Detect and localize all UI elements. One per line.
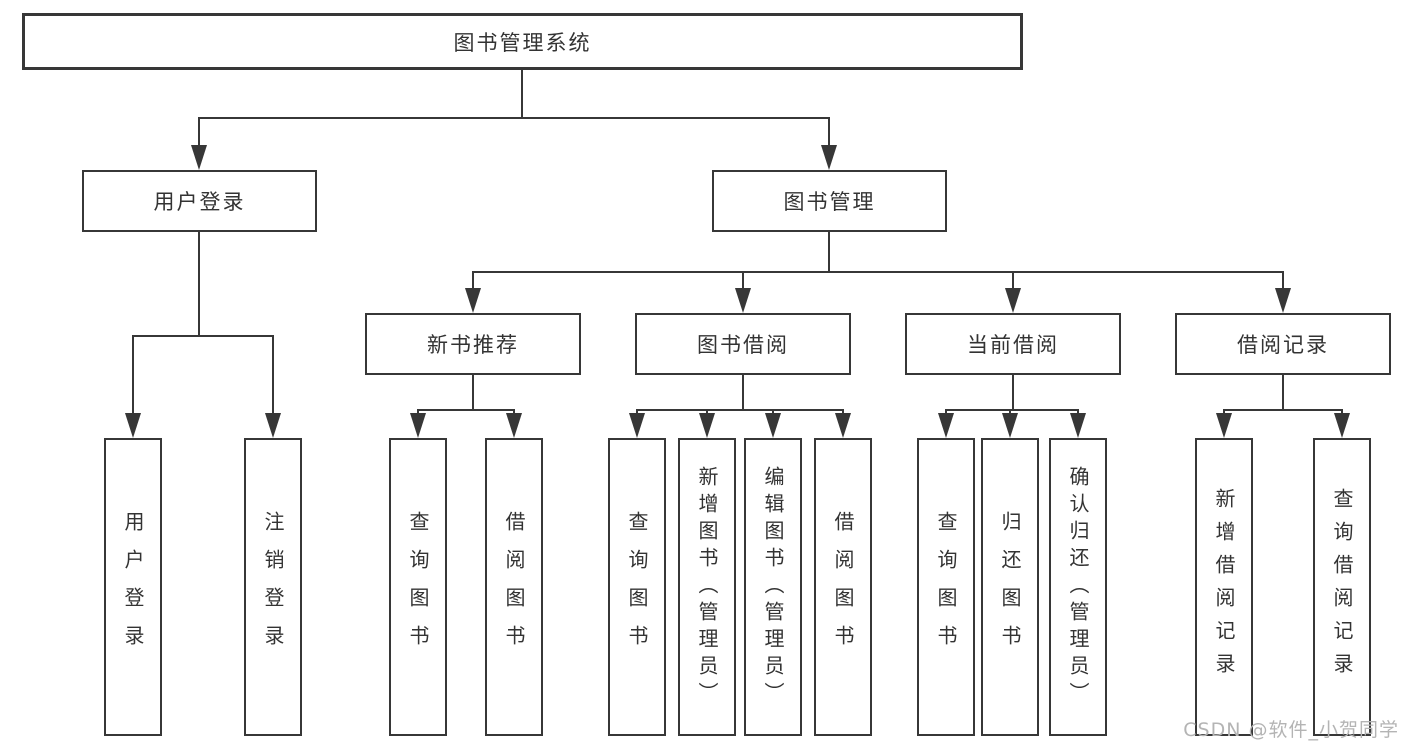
node-user-login: 用户登录	[82, 170, 317, 232]
leaf-borrow-books-borrowing: 借阅图书	[814, 438, 872, 736]
leaf-label: 注销登录	[261, 511, 285, 663]
leaf-label: 借阅图书	[831, 511, 855, 663]
leaf-label: 查询图书	[406, 511, 430, 663]
node-library-management-system: 图书管理系统	[22, 13, 1023, 70]
node-label: 新书推荐	[427, 333, 519, 357]
node-book-management: 图书管理	[712, 170, 947, 232]
node-label: 用户登录	[153, 190, 246, 214]
leaf-add-book-admin: 新增图书（管理员）	[678, 438, 736, 736]
node-label: 当前借阅	[967, 333, 1059, 357]
node-label: 图书管理系统	[453, 30, 592, 55]
leaf-edit-book-admin: 编辑图书（管理员）	[744, 438, 802, 736]
leaf-logout: 注销登录	[244, 438, 302, 736]
node-label: 图书管理	[783, 190, 876, 214]
leaf-query-books-current: 查询图书	[917, 438, 975, 736]
watermark: CSDN @软件_小贺同学	[1183, 719, 1399, 741]
node-new-book-recommendation: 新书推荐	[365, 313, 581, 375]
leaf-borrow-books-recommend: 借阅图书	[485, 438, 543, 736]
leaf-add-borrow-record: 新增借阅记录	[1195, 438, 1253, 736]
leaf-label: 编辑图书（管理员）	[761, 465, 785, 709]
node-label: 图书借阅	[697, 333, 789, 357]
leaf-label: 查询图书	[934, 511, 958, 663]
leaf-label: 归还图书	[998, 511, 1022, 663]
leaf-query-borrow-record: 查询借阅记录	[1313, 438, 1371, 736]
node-current-borrowing: 当前借阅	[905, 313, 1121, 375]
leaf-label: 用户登录	[121, 511, 145, 663]
node-borrowing-records: 借阅记录	[1175, 313, 1391, 375]
leaf-label: 新增图书（管理员）	[695, 465, 719, 709]
leaf-query-books-borrowing: 查询图书	[608, 438, 666, 736]
leaf-label: 确认归还（管理员）	[1066, 465, 1090, 709]
leaf-confirm-return-admin: 确认归还（管理员）	[1049, 438, 1107, 736]
leaf-user-login: 用户登录	[104, 438, 162, 736]
node-label: 借阅记录	[1237, 333, 1329, 357]
leaf-query-books-recommend: 查询图书	[389, 438, 447, 736]
leaf-label: 查询借阅记录	[1330, 488, 1354, 686]
node-book-borrowing: 图书借阅	[635, 313, 851, 375]
leaf-label: 新增借阅记录	[1212, 488, 1236, 686]
leaf-label: 借阅图书	[502, 511, 526, 663]
leaf-label: 查询图书	[625, 511, 649, 663]
leaf-return-books: 归还图书	[981, 438, 1039, 736]
